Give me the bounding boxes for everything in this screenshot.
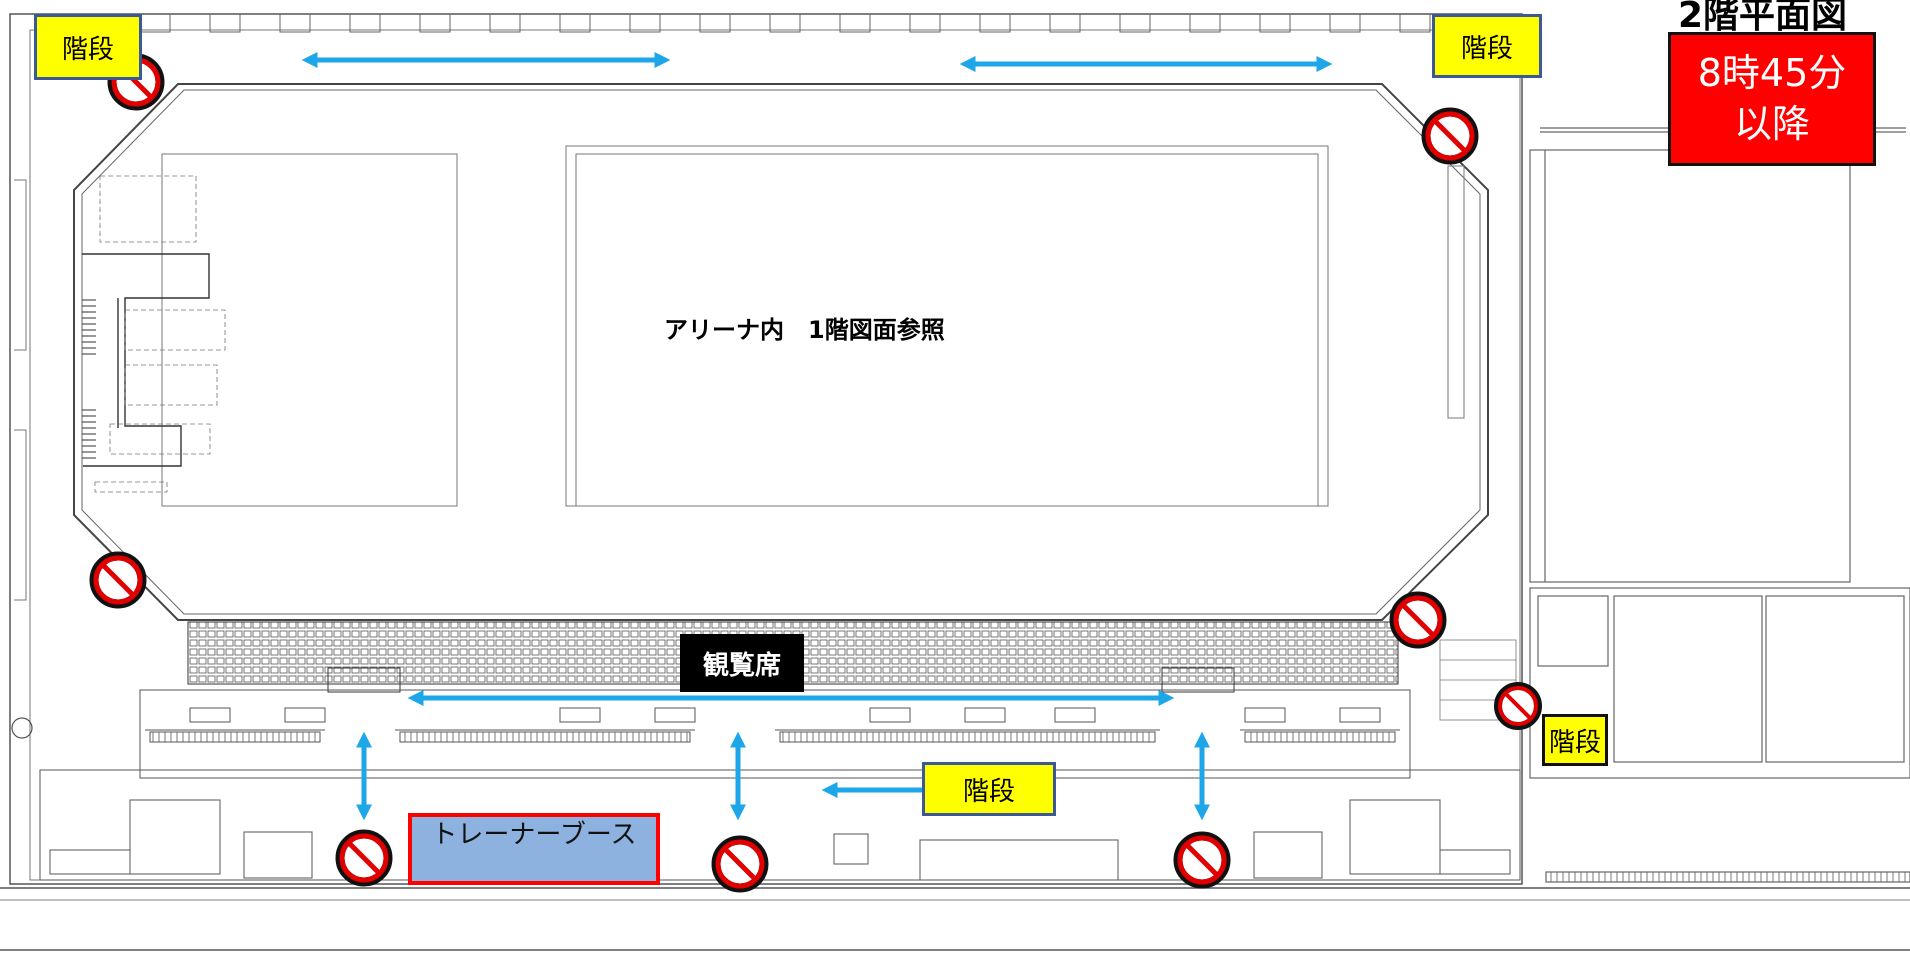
notice-time: 8時45分 xyxy=(1697,50,1847,95)
arena-note: アリーナ内 1階図面参照 xyxy=(664,316,945,344)
notice-suffix: 以降 xyxy=(1733,102,1810,146)
page-title: 2階平面図 xyxy=(1678,0,1848,36)
stairs-label-center: 階段 xyxy=(922,762,1056,816)
seating-label: 観覧席 xyxy=(680,634,804,692)
trainer-booth-label: トレーナーブース xyxy=(408,813,660,885)
notice-time-box: 8時45分 以降 xyxy=(1668,32,1876,166)
stairs-label-top-right: 階段 xyxy=(1432,14,1542,78)
no-entry-icon xyxy=(89,53,1542,893)
stairs-label-top-left: 階段 xyxy=(34,14,142,80)
stairs-label-right: 階段 xyxy=(1542,714,1608,766)
